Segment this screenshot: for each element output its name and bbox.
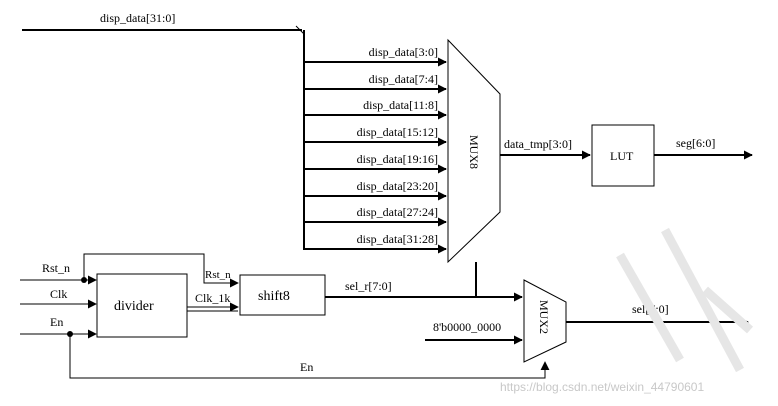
data-tmp-label: data_tmp[3:0]	[504, 137, 572, 151]
en-feedback-wire	[69, 334, 550, 379]
watermark-logo	[616, 227, 753, 373]
rst-input-label: Rst_n	[42, 261, 70, 275]
mux8-label: MUX8	[467, 135, 481, 169]
shift8-label: shift8	[258, 289, 290, 304]
bus-split-tick	[295, 25, 305, 35]
mux8-input-label: disp_data[31:28]	[357, 232, 438, 246]
watermark-text: https://blog.csdn.net/weixin_44790601	[500, 380, 704, 394]
mux8-input-label: disp_data[27:24]	[357, 205, 438, 219]
en-input-label: En	[50, 315, 63, 329]
mux2-block	[523, 279, 567, 363]
const-input-label: 8'b0000_0000	[433, 320, 501, 334]
mux8-input-label: disp_data[23:20]	[357, 179, 438, 193]
mux8-inputs: disp_data[3:0] disp_data[7:4] disp_data[11…	[304, 45, 447, 254]
lut-label: LUT	[610, 149, 634, 163]
mux8-input-label: disp_data[15:12]	[357, 125, 438, 139]
seg-output-label: seg[6:0]	[676, 136, 715, 150]
divider-block	[96, 273, 188, 338]
sel-r-label: sel_r[7:0]	[345, 279, 392, 293]
mux8-input-label: disp_data[19:16]	[357, 152, 438, 166]
clk-input-label: Clk	[50, 287, 67, 301]
shift8-rst-port-label: Rst_n	[205, 269, 231, 281]
rst-to-shift8-wire	[83, 253, 239, 288]
mux8-input-label: disp_data[3:0]	[369, 45, 438, 59]
mux8-input-label: disp_data[7:4]	[369, 72, 438, 86]
mux8-block	[447, 38, 501, 264]
mux2-label: MUX2	[537, 300, 551, 334]
divider-label: divider	[114, 299, 154, 314]
divider-clk1k-port-label: Clk_1k	[195, 291, 230, 305]
en-feedback-label: En	[300, 360, 313, 374]
mux8-input-label: disp_data[11:8]	[363, 98, 438, 112]
disp-data-bus-label: disp_data[31:0]	[100, 11, 175, 25]
shift8-block	[239, 274, 326, 316]
